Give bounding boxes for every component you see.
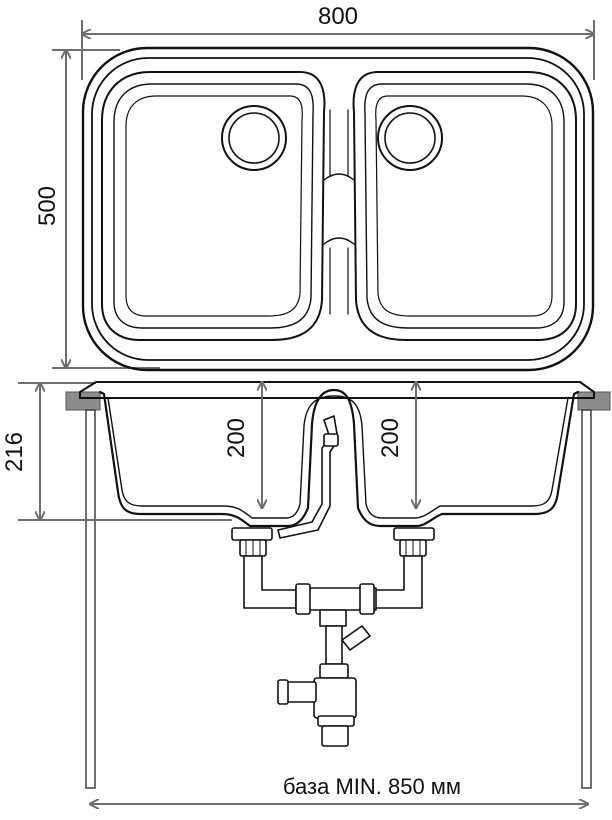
height-label: 216: [1, 432, 28, 472]
right-drain-fitting: [393, 527, 435, 541]
left-drain-inner: [228, 112, 280, 164]
left-drain-fitting: [231, 527, 273, 541]
sink-body-inner: [107, 395, 569, 519]
right-bowl-floor: [375, 95, 553, 317]
left-bowl-outer: [101, 71, 326, 341]
top-view: 800 500: [34, 3, 595, 372]
sink-outer-rim: [81, 46, 595, 372]
dishwasher-inlet: [341, 625, 371, 651]
left-drain-icon: [221, 105, 287, 171]
trap-bottom-cup: [321, 725, 349, 747]
overflow-connector: [323, 433, 339, 447]
tee-nut-right: [359, 583, 375, 615]
trap-stem: [325, 625, 343, 665]
left-depth-label: 200: [223, 418, 250, 458]
trap-nut: [319, 663, 349, 679]
tee-nut-left: [295, 583, 311, 615]
right-bowl-inner: [364, 83, 565, 329]
width-label: 800: [318, 3, 358, 30]
trap-side-cap: [277, 679, 289, 705]
depth-label: 500: [34, 186, 61, 226]
sink-rim-section: [79, 381, 595, 399]
tee-outlet: [319, 609, 347, 627]
right-depth-label: 200: [377, 418, 404, 458]
cabinet-wall-left: [85, 409, 96, 789]
left-bowl-inner: [113, 83, 314, 329]
right-drain-icon: [377, 105, 443, 171]
countertop-left: [65, 391, 101, 411]
drain-pipe-right: [373, 555, 423, 609]
sink-inner-rim: [91, 57, 585, 361]
right-bowl-outer: [352, 71, 577, 341]
divider-ridge: [329, 109, 349, 315]
cabinet-wall-right: [581, 409, 592, 789]
trap-side-outlet: [285, 681, 317, 703]
right-drain-inner: [384, 112, 436, 164]
drain-pipe-left: [243, 555, 299, 609]
divider-bridge: [323, 173, 355, 245]
base-label: база MIN. 850 мм: [283, 774, 461, 799]
sink-body-section: [98, 388, 580, 528]
section-view: 216 200 200: [1, 381, 611, 804]
trap-body: [313, 677, 357, 719]
trap-bottom-nut: [317, 715, 355, 727]
left-bowl-floor: [125, 95, 303, 317]
